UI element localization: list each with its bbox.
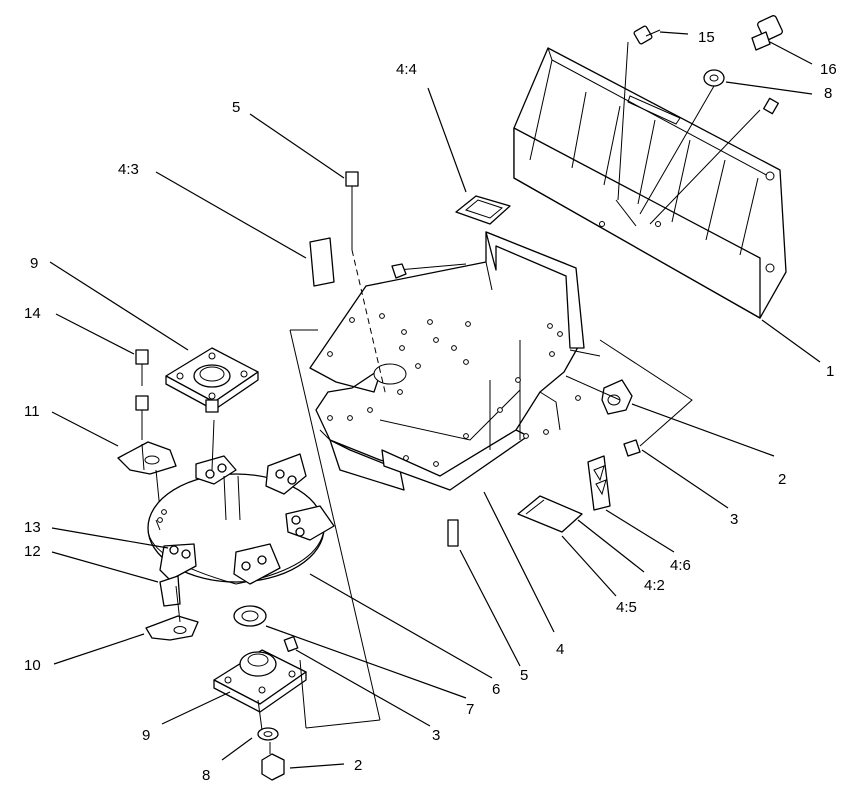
bolt-5-top xyxy=(345,171,387,397)
callout-4-5: 4:5 xyxy=(616,599,637,616)
callout-8: 8 xyxy=(824,85,832,102)
part-6-impeller xyxy=(147,453,335,585)
bolt-left-long xyxy=(135,395,149,440)
nut-2-right xyxy=(601,379,633,415)
part-9-bearing-top xyxy=(165,347,259,413)
decal-4-4 xyxy=(455,195,511,225)
bolt-5-bottom xyxy=(447,519,459,547)
callout-2: 2 xyxy=(778,471,786,488)
bolt-14 xyxy=(135,349,149,386)
callout-12: 12 xyxy=(24,543,41,560)
callout-2-lower: 2 xyxy=(354,757,362,774)
callout-10: 10 xyxy=(24,657,41,674)
bolt-shroud-right xyxy=(763,97,779,115)
nut-3-right xyxy=(623,439,641,457)
callout-13: 13 xyxy=(24,519,41,536)
part-4-frame xyxy=(309,231,601,491)
leader-lines xyxy=(49,31,821,769)
nut-small-top xyxy=(391,263,407,279)
callout-9-lower: 9 xyxy=(142,727,150,744)
decal-4-3 xyxy=(309,237,335,287)
callout-15: 15 xyxy=(698,29,715,46)
bolt-3-lower xyxy=(283,636,299,652)
callout-7: 7 xyxy=(466,701,474,718)
nut-2-bottom xyxy=(261,753,285,781)
part-9-bearing-bottom xyxy=(213,649,307,713)
callout-6: 6 xyxy=(492,681,500,698)
callout-4-6: 4:6 xyxy=(670,557,691,574)
decal-4-2-4-5 xyxy=(517,495,583,533)
callout-4-3: 4:3 xyxy=(118,161,139,178)
part-1-shroud xyxy=(513,47,787,319)
callout-1: 1 xyxy=(826,363,834,380)
bolt-15 xyxy=(633,25,661,45)
part-11-spacer xyxy=(117,441,177,475)
callout-4: 4 xyxy=(556,641,564,658)
callout-8-lower: 8 xyxy=(202,767,210,784)
callout-4-2: 4:2 xyxy=(644,577,665,594)
callout-16: 16 xyxy=(820,61,837,78)
washer-8-top xyxy=(703,69,725,87)
callout-labels: 16 15 8 1 4:4 5 4:3 9 14 11 2 3 4:6 13 1… xyxy=(24,29,837,784)
callout-4-4: 4:4 xyxy=(396,61,417,78)
washer-8-bottom xyxy=(257,727,279,741)
callout-5: 5 xyxy=(232,99,240,116)
frame-holes xyxy=(327,313,581,467)
part-7-seal xyxy=(233,605,267,627)
callout-5-lower: 5 xyxy=(520,667,528,684)
callout-11: 11 xyxy=(24,403,40,420)
callout-14: 14 xyxy=(24,305,41,322)
callout-3: 3 xyxy=(730,511,738,528)
decal-4-6 xyxy=(587,455,611,511)
callout-9: 9 xyxy=(30,255,38,272)
callout-3-lower: 3 xyxy=(432,727,440,744)
bolt-16 xyxy=(751,15,783,51)
part-12-spacer xyxy=(159,575,181,607)
part-10-plate xyxy=(145,615,199,641)
